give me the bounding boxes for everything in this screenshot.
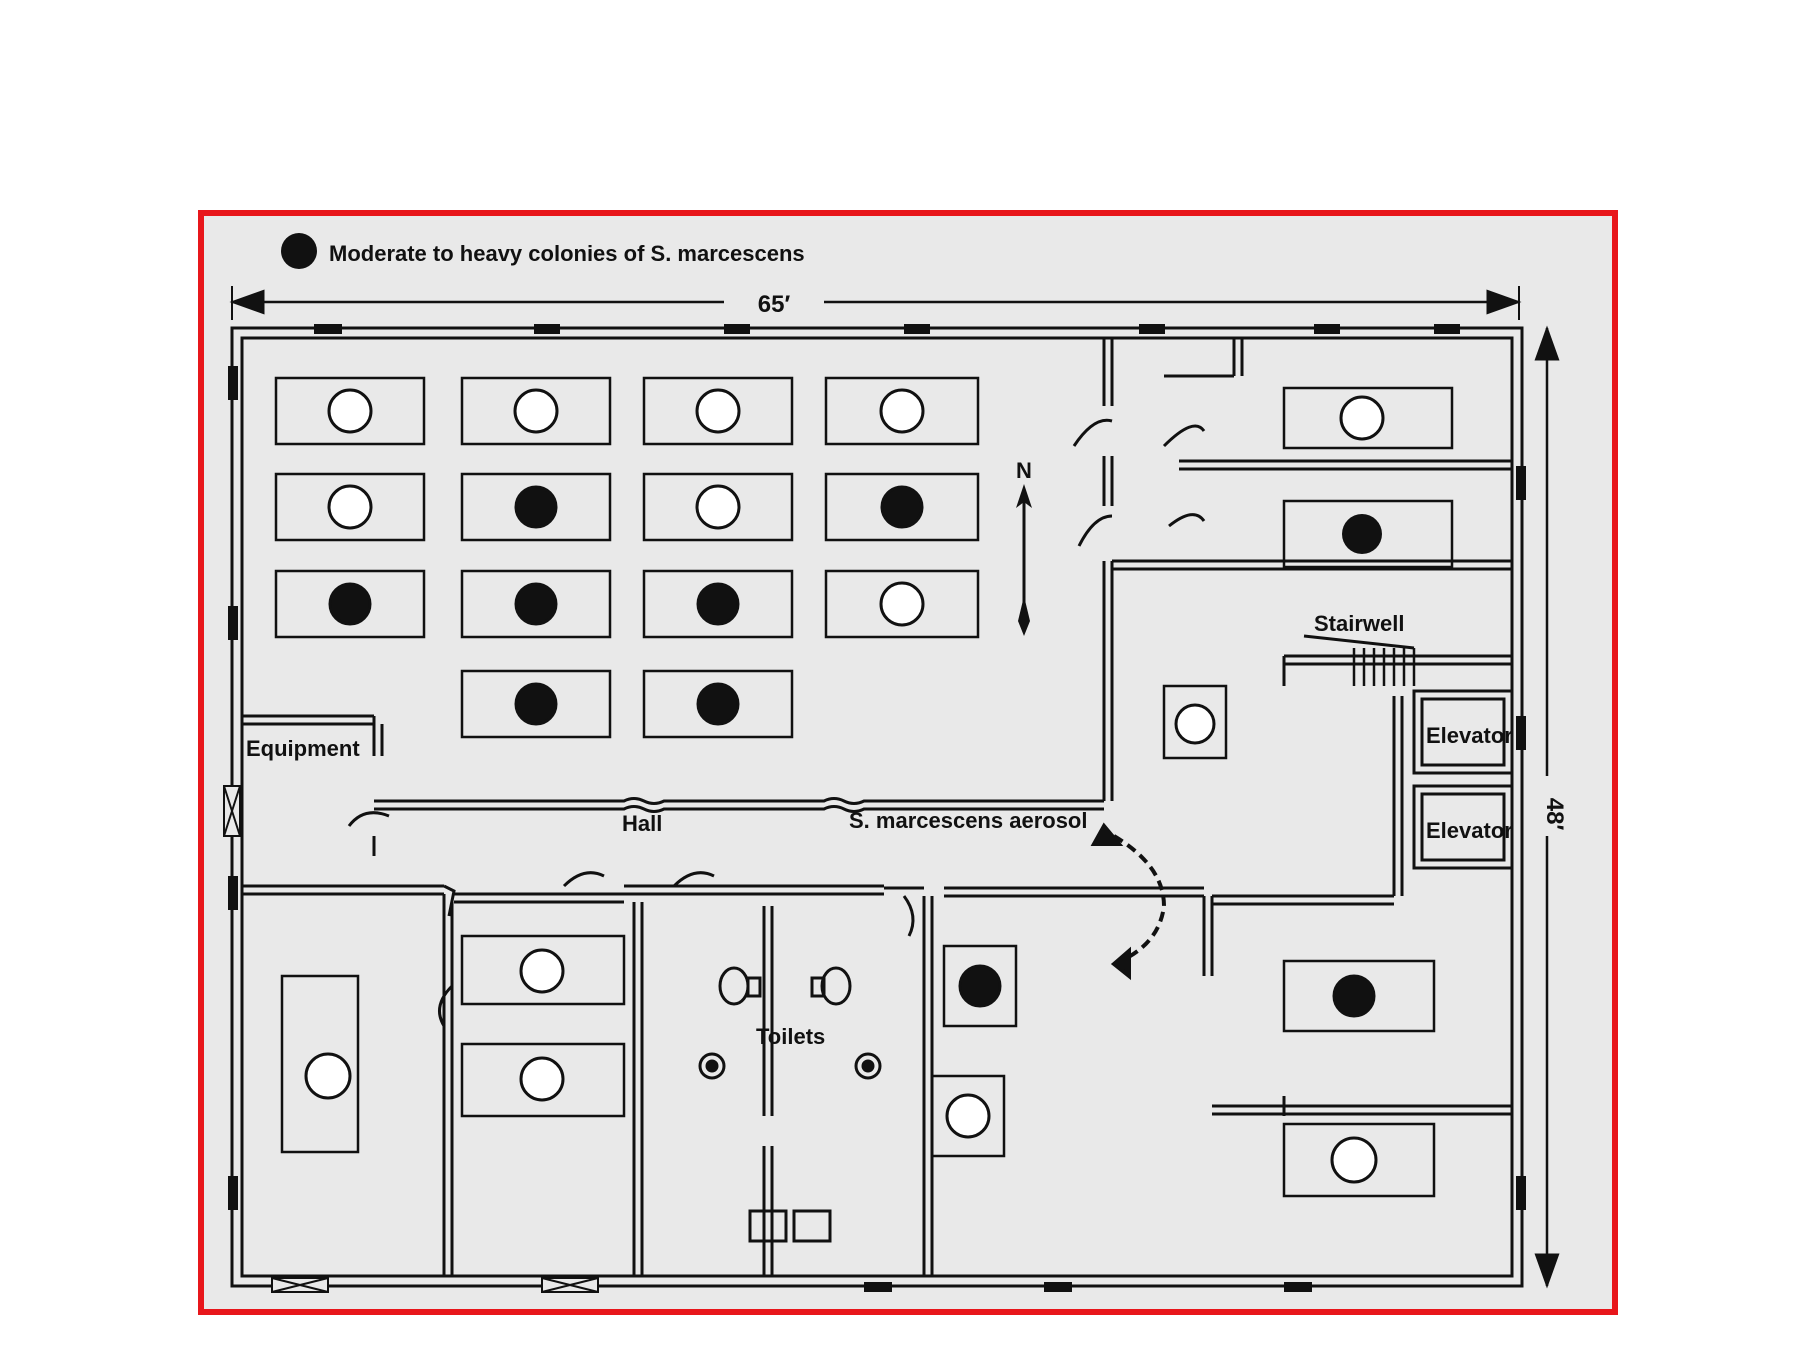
hall-label: Hall	[622, 811, 662, 836]
colony-marker	[514, 682, 558, 726]
colony-marker	[1332, 974, 1376, 1018]
stair-station	[1162, 684, 1228, 760]
colony-marker	[514, 582, 558, 626]
figure-frame: Moderate to heavy colonies of S. marcesc…	[198, 210, 1618, 1315]
legend-colony-marker	[281, 233, 317, 269]
office-stations	[274, 376, 980, 739]
colony-marker	[880, 485, 924, 529]
central-corridor-walls	[1072, 338, 1114, 801]
clean-station-marker	[695, 388, 741, 434]
door-markers	[223, 785, 599, 1293]
clean-station-marker	[1330, 1136, 1378, 1184]
clean-station-marker	[1339, 395, 1385, 441]
office-markers	[327, 388, 925, 726]
colony-marker	[696, 582, 740, 626]
north-arrow: N	[1016, 458, 1032, 636]
clean-station-marker	[304, 1052, 352, 1100]
width-dimension: 65′	[229, 286, 1522, 320]
clean-station-marker	[945, 1093, 991, 1139]
south-stations	[280, 934, 1436, 1198]
east-rooms	[1112, 338, 1512, 666]
hall-south-wall	[242, 871, 1204, 937]
clean-station-marker	[327, 388, 373, 434]
aerosol-label: S. marcescens aerosol	[849, 808, 1087, 833]
elevator-2-label: Elevator	[1426, 818, 1513, 843]
clean-station-marker	[879, 388, 925, 434]
south-markers	[304, 948, 1378, 1184]
hall-north-wall	[374, 797, 1104, 813]
colony-marker	[328, 582, 372, 626]
clean-station-marker	[879, 581, 925, 627]
south-partitions	[438, 894, 1512, 1276]
clean-station-marker	[327, 484, 373, 530]
height-dimension-label: 48′	[1541, 798, 1568, 831]
width-dimension-label: 65′	[758, 291, 791, 318]
stairwell-label: Stairwell	[1314, 611, 1404, 636]
height-dimension: 48′	[1534, 325, 1568, 1289]
clean-station-marker	[513, 388, 559, 434]
toilets-label: Toilets	[756, 1024, 825, 1049]
colony-marker	[1342, 514, 1382, 554]
elevator-shafts	[1392, 689, 1514, 896]
colony-marker	[696, 682, 740, 726]
legend: Moderate to heavy colonies of S. marcesc…	[281, 233, 805, 269]
floor-plan: Moderate to heavy colonies of S. marcesc…	[223, 233, 1568, 1293]
outer-walls	[230, 326, 1524, 1288]
clean-station-marker	[519, 948, 565, 994]
elevator-1-label: Elevator	[1426, 723, 1513, 748]
aerosol-path	[1090, 822, 1167, 981]
north-label: N	[1016, 458, 1032, 483]
stairwell: Stairwell	[1282, 611, 1416, 686]
east-stations	[1282, 386, 1454, 569]
window-markers	[228, 324, 1526, 1292]
equipment-label: Equipment	[246, 736, 360, 761]
clean-station-marker	[519, 1056, 565, 1102]
legend-text: Moderate to heavy colonies of S. marcesc…	[329, 241, 805, 266]
toilet-fixtures	[698, 966, 882, 1243]
colony-marker	[958, 964, 1002, 1008]
equipment-room-walls	[242, 714, 390, 856]
clean-station-marker	[1174, 703, 1216, 745]
colony-marker	[514, 485, 558, 529]
clean-station-marker	[695, 484, 741, 530]
